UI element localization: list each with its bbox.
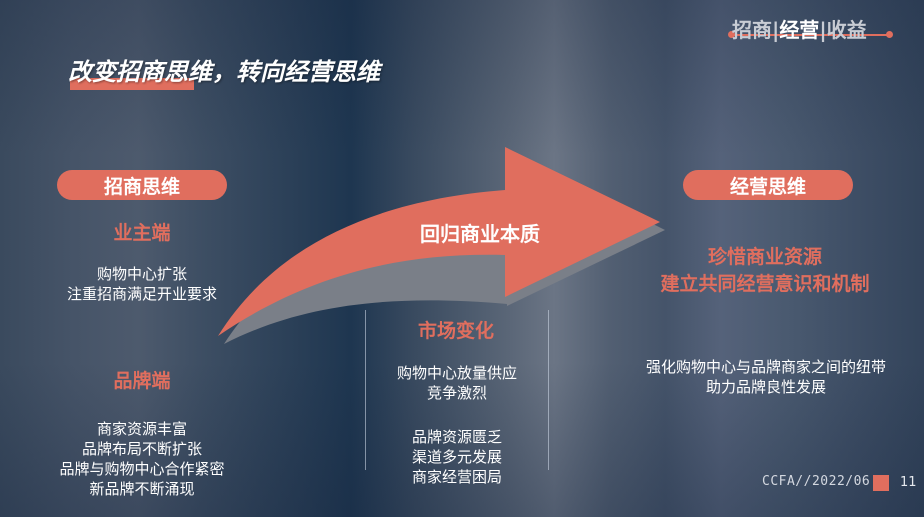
divider-left — [365, 310, 366, 470]
operate-line: 强化购物中心与品牌商家之间的纽带 — [645, 358, 886, 376]
brand-line: 商家资源丰富 — [96, 420, 187, 438]
recruit-mindset-pill: 招商思维 — [57, 170, 227, 200]
market-line: 商家经营困局 — [411, 468, 502, 486]
highlight-line: 珍惜商业资源 — [707, 246, 822, 268]
operate-line: 助力品牌良性发展 — [705, 378, 826, 396]
divider-right — [548, 310, 549, 470]
market-change-group-2: 品牌资源匮乏 渠道多元发展 商家经营困局 — [372, 427, 542, 487]
tag-separator: | — [819, 18, 827, 42]
operate-description: 强化购物中心与品牌商家之间的纽带 助力品牌良性发展 — [618, 357, 914, 397]
page-title: 改变招商思维，转向经营思维 — [68, 58, 380, 86]
section-tag: 招商|经营|收益 — [732, 14, 867, 43]
market-line: 渠道多元发展 — [411, 448, 502, 466]
tag-revenue: 收益 — [826, 18, 867, 42]
headline-accent-bar — [70, 78, 194, 90]
brand-line: 品牌与购物中心合作紧密 — [59, 460, 225, 478]
tag-underline — [730, 34, 892, 36]
market-line: 竞争激烈 — [426, 384, 487, 402]
tag-separator: | — [772, 18, 780, 42]
tag-recruit: 招商 — [732, 18, 772, 42]
tag-operate: 经营 — [779, 18, 820, 42]
operate-highlight: 珍惜商业资源 建立共同经营意识和机制 — [620, 244, 910, 298]
owner-line: 购物中心扩张 — [96, 265, 187, 283]
market-change-heading: 市场变化 — [417, 320, 494, 342]
tag-dot-right — [886, 31, 893, 38]
market-change-group-1: 购物中心放量供应 竞争激烈 — [372, 363, 542, 403]
brand-heading: 品牌端 — [113, 370, 171, 392]
arrow-label: 回归商业本质 — [420, 222, 540, 246]
operate-mindset-pill: 经营思维 — [683, 170, 853, 200]
brand-description: 商家资源丰富 品牌布局不断扩张 品牌与购物中心合作紧密 新品牌不断涌现 — [30, 419, 254, 499]
market-line: 购物中心放量供应 — [396, 364, 517, 382]
brand-line: 新品牌不断涌现 — [89, 480, 195, 498]
footer-square-icon — [873, 475, 889, 491]
brand-line: 品牌布局不断扩张 — [81, 440, 202, 458]
market-line: 品牌资源匮乏 — [411, 428, 502, 446]
owner-heading: 业主端 — [113, 222, 171, 244]
tag-dot-left — [728, 31, 735, 38]
owner-line: 注重招商满足开业要求 — [66, 285, 217, 303]
page-number: 11 — [900, 475, 917, 490]
highlight-line: 建立共同经营意识和机制 — [660, 273, 870, 295]
owner-description: 购物中心扩张 注重招商满足开业要求 — [40, 264, 244, 304]
footer-source: CCFA//2022/06 — [762, 474, 871, 489]
